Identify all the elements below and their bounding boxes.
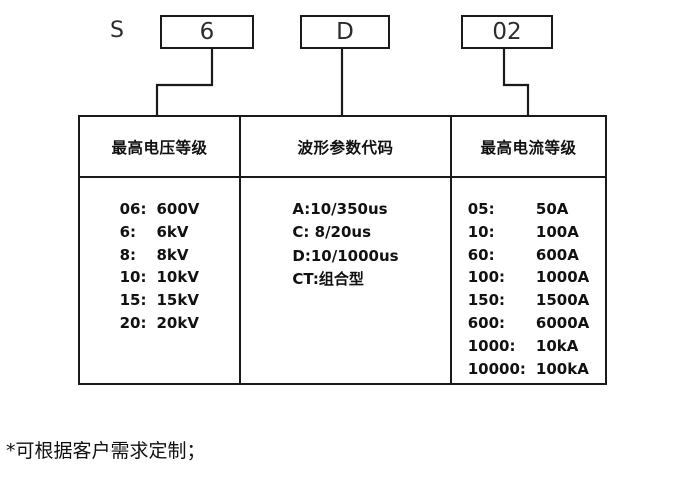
current-value: 1000A (535, 268, 590, 287)
model-prefix-letter: S (110, 18, 124, 43)
table-body-row: 06: 600V 6: 6kV 8: 8kV 10: 10kV (80, 178, 605, 383)
current-value: 10kA (535, 336, 579, 355)
voltage-code: 06: (119, 200, 147, 218)
code-box-waveform: D (300, 15, 390, 49)
list-item: 10000: 100kA (468, 358, 590, 381)
waveform-code-list: A:10/350us C: 8/20us D:10/1000us CT:组合型 (292, 198, 398, 291)
list-item: 10: 10kV (120, 266, 200, 289)
specification-table: 最高电压等级 波形参数代码 最高电流等级 06: 600V 6: 6kV 8 (78, 115, 607, 385)
current-code: 150: (467, 291, 506, 310)
list-item: 6: 6kV (120, 221, 200, 244)
list-item: 05: 50A (468, 198, 590, 221)
voltage-value: 10kV (156, 268, 199, 287)
current-code: 1000: (467, 336, 516, 355)
voltage-value: 20kV (156, 313, 199, 332)
list-item: 60: 600A (468, 244, 590, 267)
list-item: CT:组合型 (292, 269, 364, 288)
connector-current (502, 47, 530, 117)
voltage-code: 20: (119, 313, 147, 332)
current-code: 10: (467, 222, 495, 241)
code-box-current: 02 (461, 15, 553, 49)
current-value: 1500A (535, 291, 590, 310)
current-code: 100: (467, 268, 506, 287)
list-item: 150: 1500A (468, 289, 590, 312)
cell-voltage-levels: 06: 600V 6: 6kV 8: 8kV 10: 10kV (80, 178, 239, 383)
current-value: 50A (535, 200, 569, 218)
voltage-code: 6: (119, 222, 137, 241)
list-item: A:10/350us (292, 200, 388, 218)
current-value: 100kA (535, 359, 589, 378)
header-waveform-code: 波形参数代码 (239, 117, 452, 176)
current-code: 60: (467, 245, 495, 264)
voltage-code: 15: (119, 291, 147, 310)
list-item: D:10/1000us (292, 246, 399, 265)
current-value: 6000A (535, 313, 590, 332)
voltage-code: 10: (119, 268, 147, 287)
voltage-value: 600V (156, 200, 200, 218)
cell-waveform-codes: A:10/350us C: 8/20us D:10/1000us CT:组合型 (239, 178, 452, 383)
current-level-list: 05: 50A 10: 100A 60: 600A 100: 1000A (468, 198, 590, 380)
code-box-voltage: 6 (160, 15, 254, 49)
cell-current-levels: 05: 50A 10: 100A 60: 600A 100: 1000A (452, 178, 605, 383)
connector-voltage (155, 47, 214, 117)
list-item: C: 8/20us (292, 223, 372, 242)
voltage-value: 15kV (156, 291, 199, 310)
header-current-level: 最高电流等级 (480, 138, 577, 157)
list-item: 8: 8kV (120, 244, 200, 267)
list-item: 15: 15kV (120, 289, 200, 312)
table-header-row: 最高电压等级 波形参数代码 最高电流等级 (80, 117, 605, 178)
list-item: 100: 1000A (468, 266, 590, 289)
voltage-level-list: 06: 600V 6: 6kV 8: 8kV 10: 10kV (120, 198, 200, 335)
list-item: 600: 6000A (468, 312, 590, 335)
list-item: 10: 100A (468, 221, 590, 244)
current-value: 100A (535, 222, 579, 241)
current-value: 600A (535, 245, 579, 264)
list-item: 1000: 10kA (468, 335, 590, 358)
current-code: 10000: (467, 359, 526, 378)
header-voltage-level: 最高电压等级 (111, 138, 208, 157)
list-item: 20: 20kV (120, 312, 200, 335)
customization-footnote: *可根据客户需求定制； (6, 440, 206, 462)
voltage-code: 8: (119, 245, 137, 264)
current-code: 600: (467, 313, 506, 332)
list-item: 06: 600V (120, 198, 200, 221)
current-code: 05: (467, 200, 495, 218)
voltage-value: 8kV (156, 245, 189, 264)
voltage-value: 6kV (156, 222, 189, 241)
